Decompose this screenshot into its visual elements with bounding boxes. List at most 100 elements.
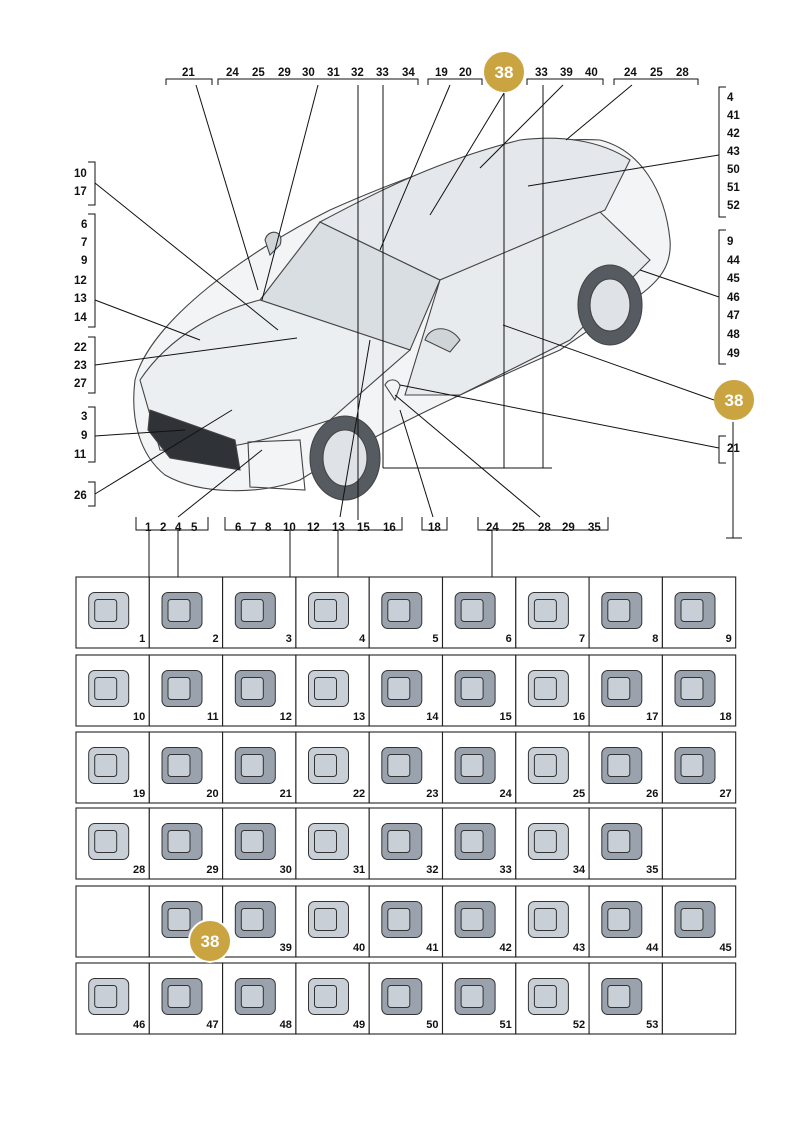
part-cell[interactable]: 32 — [368, 807, 444, 880]
part-cell[interactable]: 12 — [222, 654, 297, 727]
part-cell[interactable]: 49 — [295, 962, 370, 1035]
part-cell[interactable]: 46 — [75, 962, 150, 1035]
callout-label: 5 — [191, 522, 198, 534]
connector-face — [607, 754, 631, 777]
part-cell[interactable]: 51 — [441, 962, 517, 1035]
callout-label: 4 — [727, 92, 734, 104]
connector-face — [314, 830, 337, 853]
connector-face — [607, 830, 631, 853]
part-cell[interactable]: 6 — [441, 576, 517, 649]
part-number: 53 — [646, 1019, 658, 1031]
part-number: 39 — [280, 942, 292, 954]
callout-label: 1 — [145, 522, 152, 534]
part-cell[interactable]: 25 — [515, 731, 590, 804]
connector-face — [607, 908, 631, 931]
part-cell[interactable]: 31 — [295, 807, 370, 880]
connector-face — [387, 677, 411, 700]
connector-face — [240, 754, 264, 777]
part-cell[interactable]: 5 — [368, 576, 444, 649]
part-cell[interactable]: 15 — [441, 654, 517, 727]
callout-label: 18 — [428, 522, 441, 534]
part-cell[interactable]: 14 — [368, 654, 444, 727]
connector-face — [167, 985, 191, 1008]
part-cell[interactable]: 40 — [295, 885, 370, 958]
connector-face — [387, 830, 411, 853]
part-cell[interactable]: 43 — [515, 885, 590, 958]
callout-label: 23 — [74, 360, 87, 372]
part-number: 20 — [206, 788, 218, 800]
connector-face — [607, 985, 631, 1008]
connector-face — [314, 677, 337, 700]
part-cell[interactable]: 53 — [588, 962, 663, 1035]
part-number: 11 — [207, 711, 219, 723]
part-cell[interactable]: 19 — [75, 731, 150, 804]
part-cell[interactable]: 39 — [222, 885, 297, 958]
callout-label: 7 — [81, 237, 87, 249]
part-cell[interactable]: 8 — [588, 576, 663, 649]
callout-label: 43 — [727, 146, 740, 158]
part-cell[interactable]: 21 — [222, 731, 297, 804]
part-cell[interactable]: 42 — [441, 885, 517, 958]
part-cell[interactable]: 4 — [295, 576, 370, 649]
right-callout-brackets — [718, 86, 742, 539]
part-cell[interactable]: 29 — [148, 807, 224, 880]
part-cell[interactable]: 41 — [368, 885, 444, 958]
part-cell[interactable]: 10 — [75, 654, 150, 727]
part-cell[interactable]: 48 — [222, 962, 297, 1035]
part-cell[interactable]: 20 — [148, 731, 224, 804]
part-cell[interactable]: 3 — [222, 576, 297, 649]
connector-face — [94, 599, 118, 622]
car-illustration — [133, 137, 671, 501]
part-cell[interactable]: 23 — [368, 731, 444, 804]
callout-label: 33 — [376, 67, 389, 79]
part-cell[interactable]: 9 — [661, 576, 737, 649]
part-cell[interactable]: 7 — [515, 576, 590, 649]
connector-face — [240, 908, 264, 931]
part-cell[interactable]: 47 — [148, 962, 224, 1035]
callout-label: 9 — [727, 236, 733, 248]
part-cell[interactable]: 52 — [515, 962, 590, 1035]
connector-face — [607, 599, 631, 622]
part-cell[interactable]: 45 — [661, 885, 737, 958]
part-cell[interactable]: 18 — [661, 654, 737, 727]
part-cell[interactable]: 50 — [368, 962, 444, 1035]
part-number: 21 — [280, 788, 292, 800]
part-cell[interactable]: 1 — [75, 576, 150, 649]
part-cell[interactable]: 34 — [515, 807, 590, 880]
part-number: 14 — [426, 711, 439, 723]
part-cell[interactable]: 30 — [222, 807, 297, 880]
callout-label: 41 — [727, 110, 740, 122]
connector-face — [167, 754, 191, 777]
part-cell[interactable]: 44 — [588, 885, 663, 958]
part-cell[interactable]: 33 — [441, 807, 517, 880]
callout-label: 45 — [727, 273, 740, 285]
connector-face — [533, 985, 557, 1008]
connector-face — [533, 677, 557, 700]
part-cell[interactable]: 26 — [588, 731, 663, 804]
callout-label: 21 — [182, 67, 195, 79]
part-number: 33 — [500, 864, 512, 876]
highlight-label: 38 — [201, 932, 220, 951]
left-callout-labels: 10 17 6 7 9 12 13 14 22 23 27 3 9 11 26 — [74, 168, 87, 502]
part-cell[interactable]: 24 — [441, 731, 517, 804]
highlight-label: 38 — [725, 391, 744, 410]
part-cell[interactable]: 16 — [515, 654, 590, 727]
part-cell[interactable]: 2 — [148, 576, 224, 649]
callout-label: 10 — [74, 168, 87, 180]
part-cell[interactable]: 35 — [588, 807, 663, 880]
connector-face — [94, 830, 118, 853]
part-number: 51 — [500, 1019, 512, 1031]
part-number: 31 — [353, 864, 365, 876]
connector-face — [167, 677, 191, 700]
callout-label: 27 — [74, 378, 87, 390]
highlight-marker-right: 38 — [712, 378, 756, 422]
part-number: 10 — [133, 711, 145, 723]
callout-label: 32 — [351, 67, 364, 79]
part-cell[interactable]: 28 — [75, 807, 150, 880]
part-cell[interactable]: 11 — [148, 654, 224, 727]
part-cell[interactable]: 17 — [588, 654, 663, 727]
callout-label: 20 — [459, 67, 472, 79]
part-cell[interactable]: 22 — [295, 731, 370, 804]
part-cell[interactable]: 13 — [295, 654, 370, 727]
part-cell[interactable]: 27 — [661, 731, 737, 804]
